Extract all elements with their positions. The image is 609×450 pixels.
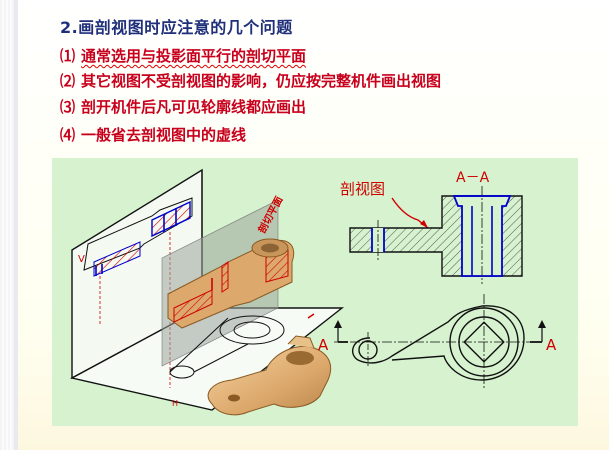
- point-1-number: ⑴: [60, 47, 76, 65]
- point-4-text: 一般省去剖视图中的虚线: [81, 126, 247, 144]
- point-4: ⑷ 一般省去剖视图中的虚线: [60, 124, 246, 145]
- h-projection-boss: [219, 315, 285, 345]
- section-name-label: A－A: [456, 170, 490, 186]
- point-2: ⑵ 其它视图不受剖视图的影响，仍应按完整机件画出视图: [60, 70, 441, 91]
- point-3: ⑶ 剖开机件后凡可见轮廓线都应画出: [60, 96, 306, 117]
- v-plane-label: V: [78, 254, 85, 265]
- h-plane: [70, 307, 345, 411]
- point-4-number: ⑷: [60, 126, 76, 144]
- left-decor-band: [14, 0, 18, 450]
- point-2-text: 其它视图不受剖视图的影响，仍应按完整机件画出视图: [81, 72, 442, 90]
- left-decor-stripe: [0, 0, 14, 450]
- v-projection-outline: [83, 197, 193, 271]
- v-section-hatch-2: [93, 241, 141, 277]
- point-1-text: 通常选用与投影面平行的剖切平面: [81, 47, 307, 65]
- orthographic-views: 剖视图 A－A A A: [318, 170, 557, 390]
- projection-scene: V H 剖切平面: [70, 168, 345, 416]
- cut-mark-right: A: [546, 336, 557, 354]
- h-plane-label: H: [172, 399, 178, 408]
- cut-mark-left: A: [318, 336, 329, 354]
- point-3-text: 剖开机件后凡可见轮廓线都应画出: [81, 98, 307, 116]
- v-section-hatch: [151, 200, 191, 238]
- section-view-figure: V H 剖切平面 剖视图 A－A: [52, 158, 578, 426]
- point-3-number: ⑶: [60, 98, 76, 116]
- point-1: ⑴ 通常选用与投影面平行的剖切平面: [60, 45, 306, 66]
- slide-title: 2.画剖视图时应注意的几个问题: [60, 18, 293, 37]
- top-view-outline: [351, 305, 525, 381]
- section-view-label: 剖视图: [340, 180, 385, 198]
- label-leader-line: [391, 197, 429, 229]
- point-2-number: ⑵: [60, 72, 76, 90]
- figure-svg: V H 剖切平面 剖视图 A－A: [70, 168, 557, 416]
